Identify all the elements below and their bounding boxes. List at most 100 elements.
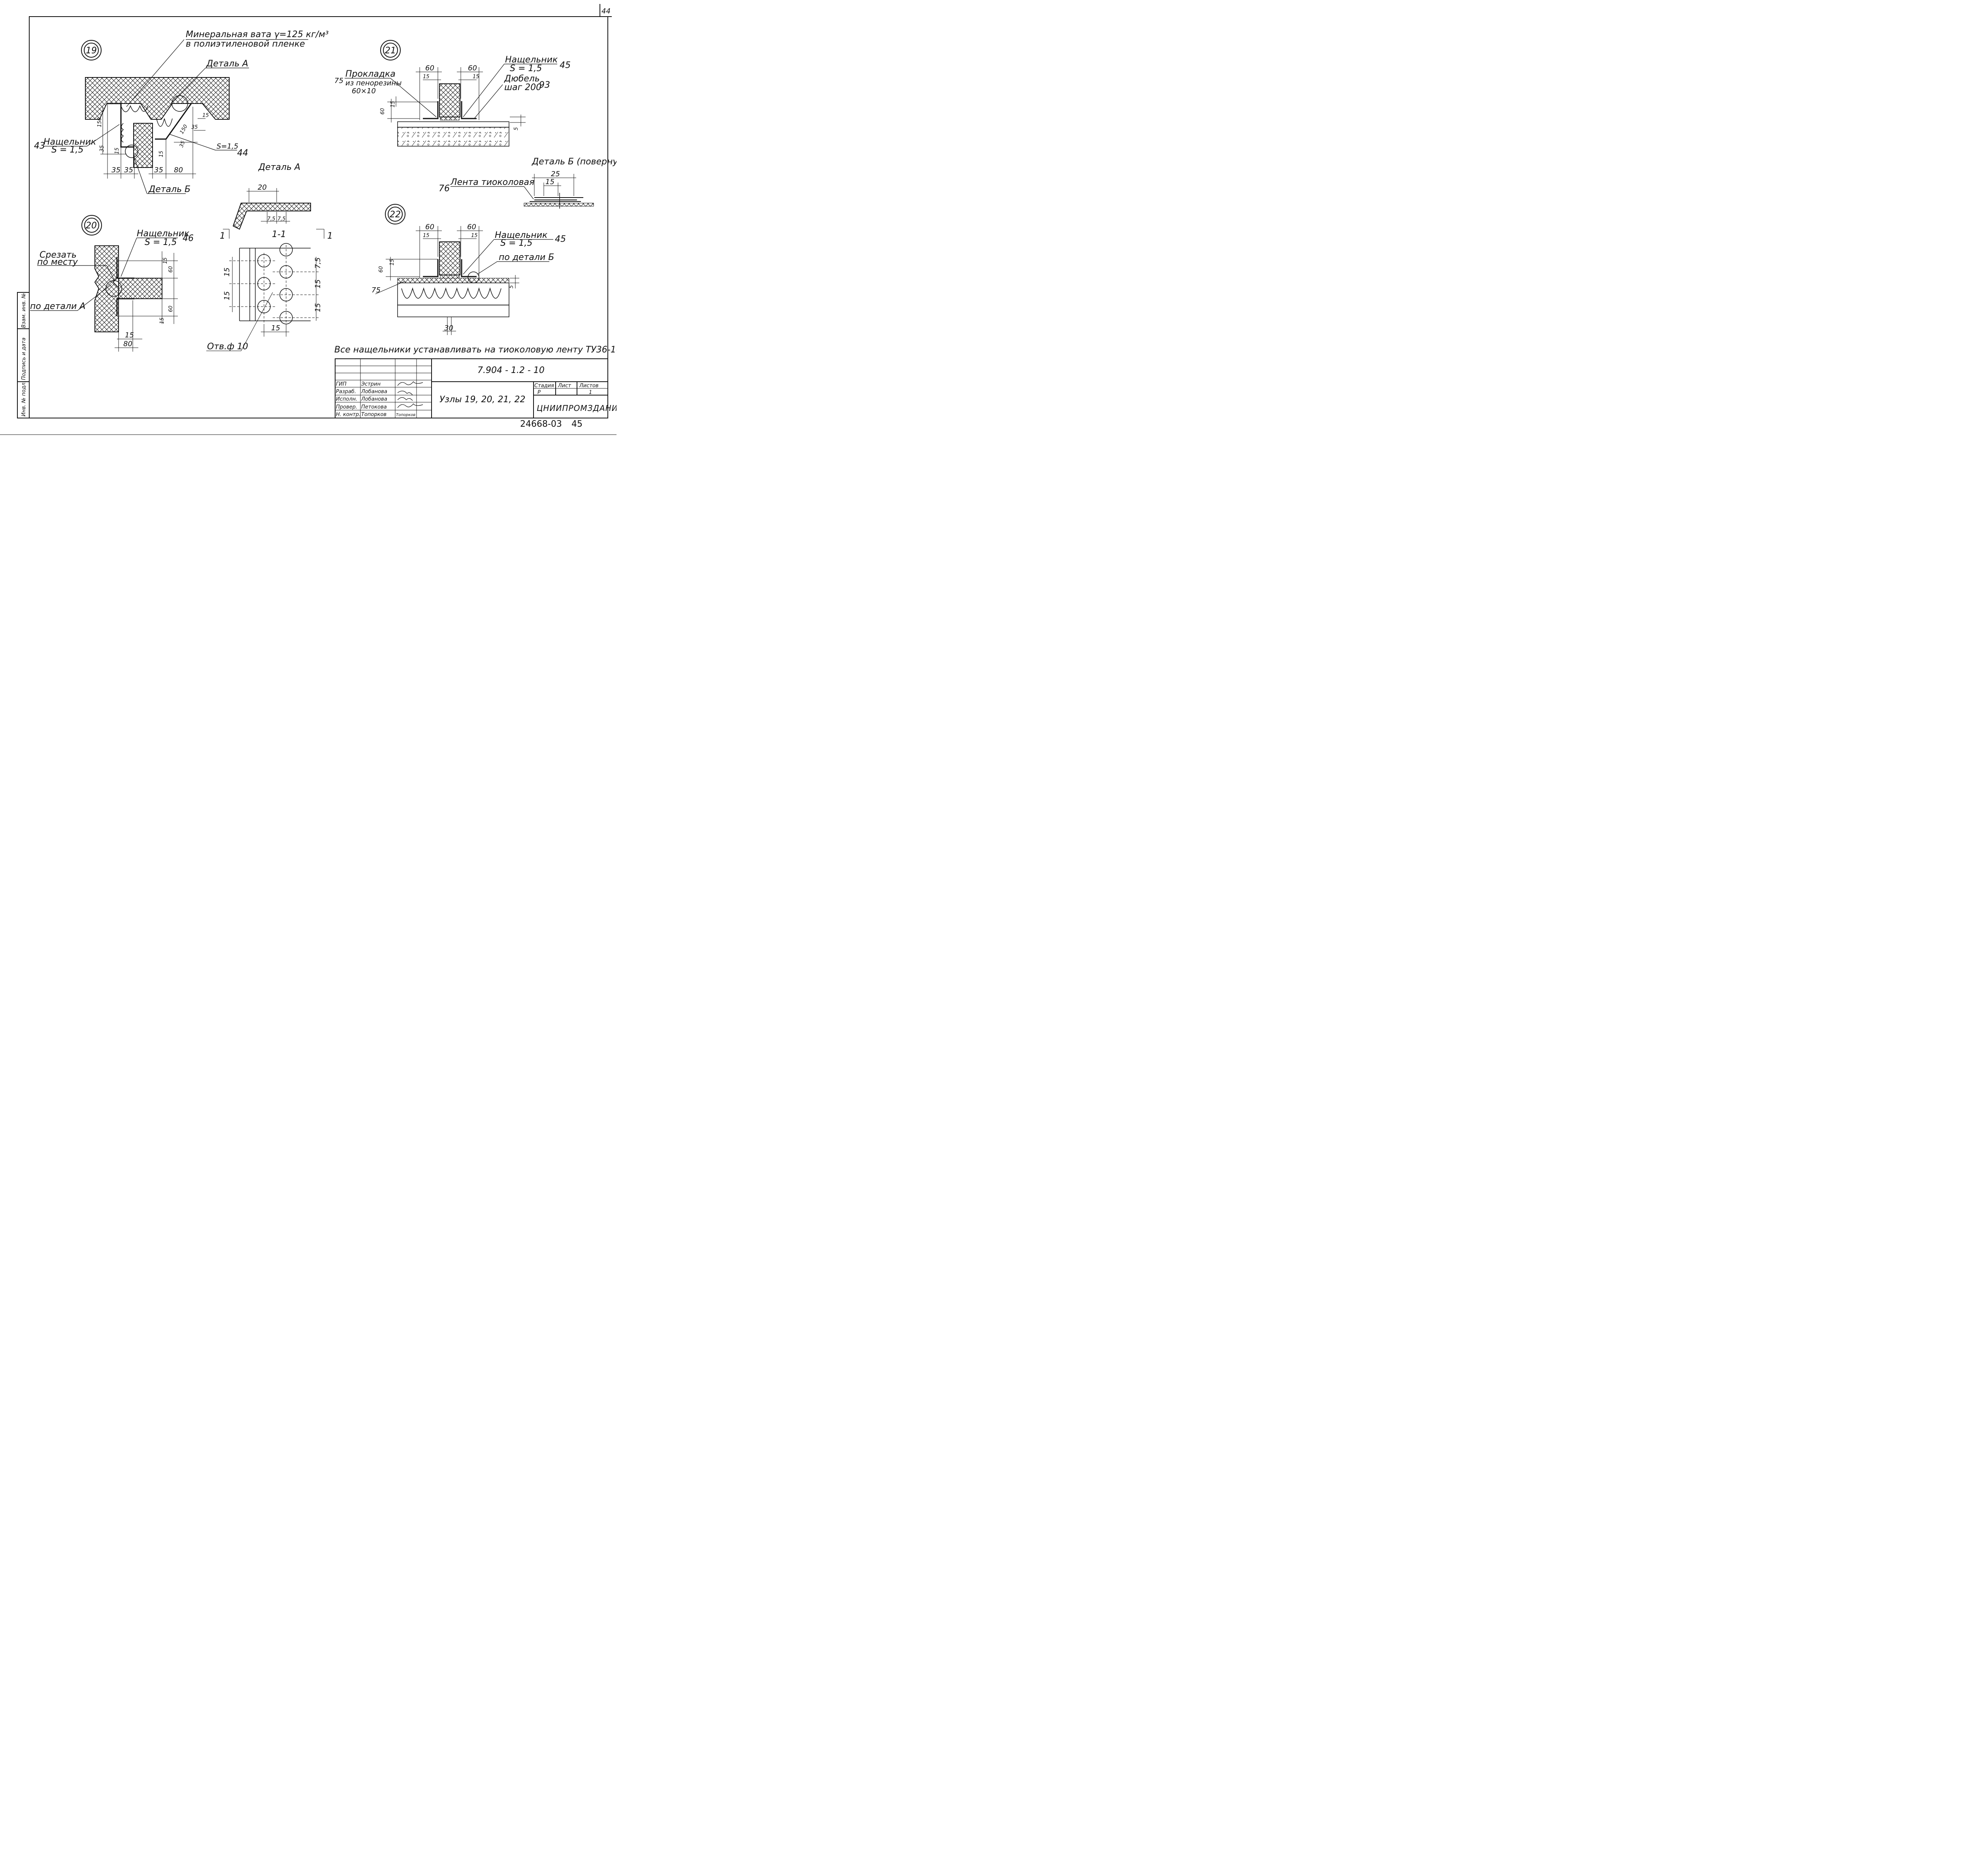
node-19-batten-label: Нащельник [43, 137, 96, 147]
node-20-by-detail-label: по детали А [30, 301, 85, 311]
node-21-batten-pos: 45 [560, 60, 571, 70]
detail-b-dim-15: 15 [545, 178, 554, 186]
node-21-pad-label: Прокладка [345, 69, 396, 79]
detail-a-dim-7-5b: 7,5 [277, 216, 286, 222]
node-21-dowel-label-2: шаг 200 [504, 83, 541, 92]
node-19-dim-35d: 35 [111, 166, 121, 174]
node-19-dim-150b: 150 [179, 124, 189, 135]
node-22-by-detail-label: по детали Б [499, 252, 554, 262]
title-block-name-checker: Петокова [361, 404, 387, 410]
node-20-batten-label: Нащельник [137, 229, 190, 239]
detail-a-dim-15b: 15 [223, 291, 231, 300]
node-19-detail-b-label: Деталь Б [148, 185, 190, 194]
node-19-dim-150a: 150 [97, 117, 103, 127]
node-22-number: 22 [390, 210, 401, 220]
title-block-role-executor: Исполн. [336, 396, 357, 402]
node-19-dim-35c: 35 [179, 140, 187, 149]
node-20-batten-s: S = 1,5 [145, 237, 177, 247]
node-19-mineral-wool-label-2: в полиэтиленовой пленке [186, 39, 305, 49]
detail-a-section: 1-1 [272, 230, 286, 239]
title-block-stage: Р [537, 390, 541, 396]
side-stamp-inv: Инв. № подл. [21, 381, 27, 416]
node-22-dim-30: 30 [444, 324, 453, 332]
node-19-batten-pos: 43 [34, 141, 45, 151]
node-22-dim-60c: 60 [378, 266, 384, 273]
node-20-batten-pos: 46 [183, 234, 194, 243]
node-21-dim-60c: 60 [380, 108, 386, 115]
detail-a-dim-7-5c: 7,5 [314, 257, 322, 269]
node-19-s-label: S=1,5 [217, 142, 238, 151]
node-21-pad-label-3: 60×10 [352, 87, 376, 95]
title-block-name-developer: Лобанова [361, 389, 387, 395]
node-22-drawing [375, 204, 553, 335]
node-20-dim-60a: 60 [168, 266, 174, 273]
title-block-role-gip: ГИП [336, 381, 347, 387]
detail-a-dim-7-5a: 7,5 [267, 216, 275, 222]
title-block-role-norm-control: Н. контр. [336, 412, 360, 418]
detail-a-dim-15e: 15 [271, 324, 280, 332]
detail-a-hole-label: Отв.ф 10 [207, 342, 248, 352]
detail-b-title: Деталь Б (повернуто) [532, 157, 617, 167]
node-21-batten-s: S = 1,5 [510, 64, 542, 73]
node-22-dim-15b: 15 [471, 233, 478, 239]
node-21-dim-5: 5 [513, 127, 519, 130]
node-21-dim-15c: 15 [390, 101, 396, 107]
node-20-dim-15a: 15 [162, 257, 168, 264]
node-22-dim-15a: 15 [423, 233, 430, 239]
node-21-pad-label-2: из пенорезины [345, 79, 402, 87]
side-stamp-replace: Взам. инв. № [21, 293, 27, 328]
general-note: Все нащельники устанавливать на тиоколов… [334, 345, 617, 355]
node-22-dim-15c: 15 [389, 259, 395, 266]
detail-a-dim-15d: 15 [314, 303, 322, 312]
node-20-drawing [30, 215, 178, 352]
node-22-pad-pos: 75 [371, 286, 381, 294]
node-21-batten-label: Нащельник [505, 55, 558, 65]
title-block-name-gip: Эстрин [361, 381, 381, 387]
node-20-number: 20 [86, 221, 97, 231]
drawing-sheet: 44 Взам. инв. № Подпись и дата Инв. № по… [0, 4, 617, 435]
title-block-title: Узлы 19, 20, 21, 22 [439, 395, 525, 405]
node-22-batten-s: S = 1,5 [500, 238, 532, 248]
title-block-sheet-header: Лист [558, 383, 571, 389]
node-19-dim-35e: 35 [124, 166, 133, 174]
detail-a-dim-20: 20 [258, 183, 267, 192]
node-19-dim-80: 80 [174, 166, 183, 174]
node-22-dim-5: 5 [509, 285, 515, 288]
node-19-dim-15c: 15 [158, 151, 164, 157]
node-20-dim-80: 80 [123, 340, 132, 348]
title-block [335, 358, 608, 418]
title-block-sheets-header: Листов [579, 383, 599, 389]
title-block-role-checker: Провер. [336, 404, 357, 410]
node-19-dim-35f: 35 [154, 166, 163, 174]
node-21-dim-60b: 60 [468, 64, 477, 72]
node-22-batten-pos: 45 [555, 234, 566, 244]
detail-a-cut-left: 1 [220, 231, 225, 241]
detail-a-cut-right: 1 [327, 231, 333, 241]
node-20-dim-15b: 15 [159, 317, 165, 324]
node-22-dim-60b: 60 [467, 223, 476, 231]
detail-b-tape-pos: 76 [439, 184, 450, 194]
node-19-detail-a-label: Деталь А [206, 59, 248, 69]
node-20-cut-label: Срезать [40, 250, 77, 260]
footer-code: 24668-03 [520, 419, 562, 429]
title-block-organization: ЦНИИПРОМЗДАНИЙ [537, 403, 617, 413]
detail-a-dim-15c: 15 [314, 279, 322, 288]
detail-b-tape-label: Лента тиоколовая [450, 177, 534, 187]
node-20-dim-60b: 60 [168, 305, 174, 312]
sheet-frame [29, 4, 612, 418]
node-19-dim-15b: 15 [114, 147, 120, 154]
node-21-pad-pos: 75 [334, 77, 343, 85]
detail-b-drawing [451, 174, 594, 209]
footer-number: 45 [571, 419, 583, 429]
title-block-sheets: 1 [589, 390, 592, 396]
title-block-code: 7.904 - 1.2 - 10 [477, 365, 545, 375]
node-19-number: 19 [86, 46, 97, 56]
node-19-dim-35a: 35 [191, 124, 198, 130]
node-21-dowel-pos: 93 [539, 80, 550, 90]
page-number: 44 [601, 7, 611, 15]
node-21-dim-15b: 15 [473, 74, 479, 80]
detail-a-title: Деталь А [258, 162, 300, 172]
title-block-name-executor: Лобанова [361, 396, 387, 402]
node-19-batten-s: S = 1,5 [51, 145, 83, 155]
node-21-dim-15a: 15 [423, 74, 430, 80]
